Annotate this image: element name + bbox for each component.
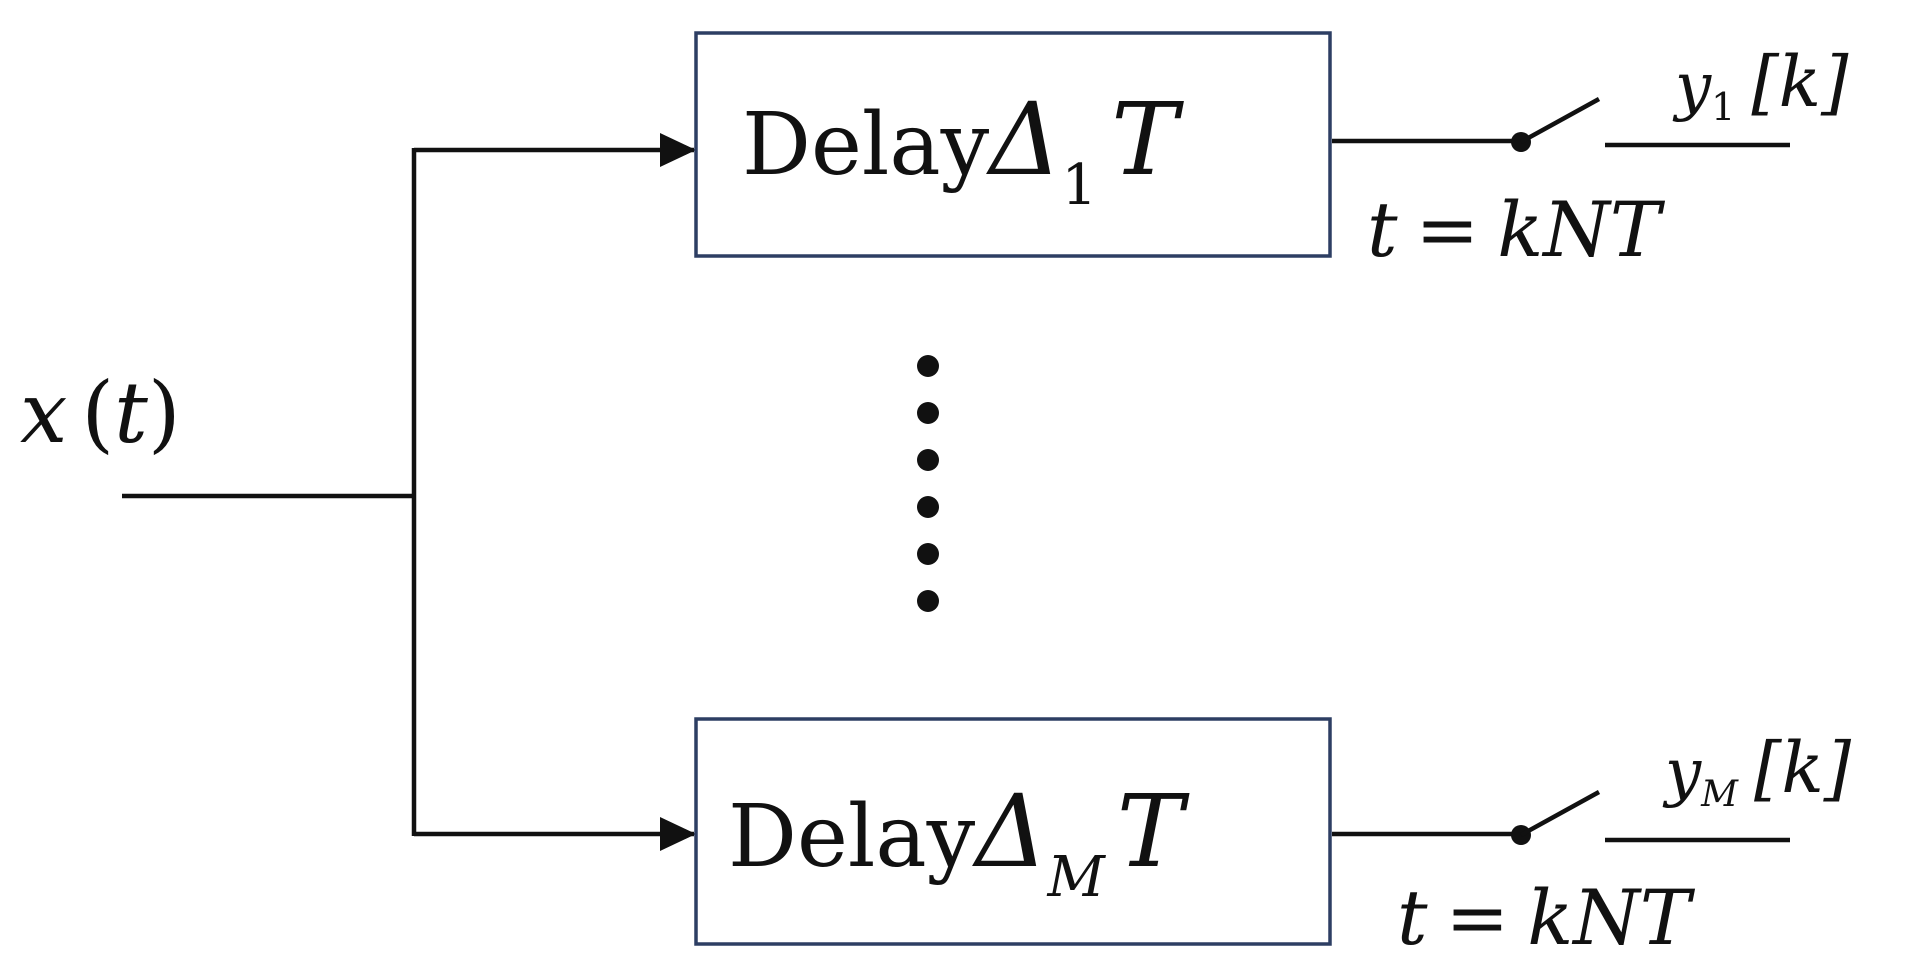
sampling-label-M: t=kNT [1397, 873, 1696, 962]
svg-text:x(t): x(t) [20, 364, 181, 462]
delay-M-subscript: M [1046, 845, 1106, 910]
delay-M-delta: Δ [971, 773, 1047, 890]
delay-box-1 [694, 31, 1332, 258]
output-branch-M: t=kNT yM [k] [1332, 727, 1852, 962]
delay-1-factor: T [1111, 81, 1184, 198]
ellipsis-dot [917, 402, 939, 424]
sampling-M-eq: = [1446, 873, 1510, 962]
output-1-index: [k] [1751, 41, 1849, 123]
sampling-1-eq: = [1416, 185, 1480, 274]
output-label-M: yM [k] [1662, 727, 1852, 815]
delay-1-word: Delay [742, 95, 990, 195]
switch-blade-M [1519, 790, 1601, 837]
ellipsis-dot [917, 355, 939, 377]
sampling-1-rhs: kNT [1497, 185, 1666, 274]
output-1-var: y [1672, 50, 1712, 124]
sampling-M-t: t [1397, 873, 1428, 962]
output-1-subscript: 1 [1711, 85, 1735, 129]
ellipsis-dot [917, 543, 939, 565]
output-M-subscript: M [1700, 774, 1739, 815]
ellipsis-dot [917, 590, 939, 612]
delay-M-factor: T [1117, 773, 1190, 890]
sampling-label-1: t=kNT [1367, 185, 1666, 274]
arrowhead-M [660, 817, 696, 851]
sampling-1-t: t [1367, 185, 1398, 274]
sampling-M-rhs: kNT [1527, 873, 1696, 962]
input-signal-label: x(t) [20, 364, 181, 462]
switch-blade-1 [1519, 97, 1601, 144]
input-arg: t [114, 364, 148, 462]
delay-M-word: Delay [728, 787, 976, 887]
input-var: x [20, 364, 67, 462]
delay-box-M [694, 717, 1332, 946]
output-M-index: [k] [1754, 727, 1852, 809]
ellipsis-dot [917, 496, 939, 518]
arrowhead-1 [660, 133, 696, 167]
output-M-var: y [1662, 736, 1702, 810]
input-paren-close: ) [148, 364, 181, 462]
input-paren-open: ( [81, 364, 114, 462]
output-label-1: y1 [k] [1672, 41, 1849, 129]
vertical-ellipsis [917, 355, 939, 612]
ellipsis-dot [917, 449, 939, 471]
delay-1-delta: Δ [985, 81, 1061, 198]
delay-1-subscript: 1 [1061, 153, 1097, 218]
output-branch-1: t=kNT y1 [k] [1332, 41, 1849, 274]
